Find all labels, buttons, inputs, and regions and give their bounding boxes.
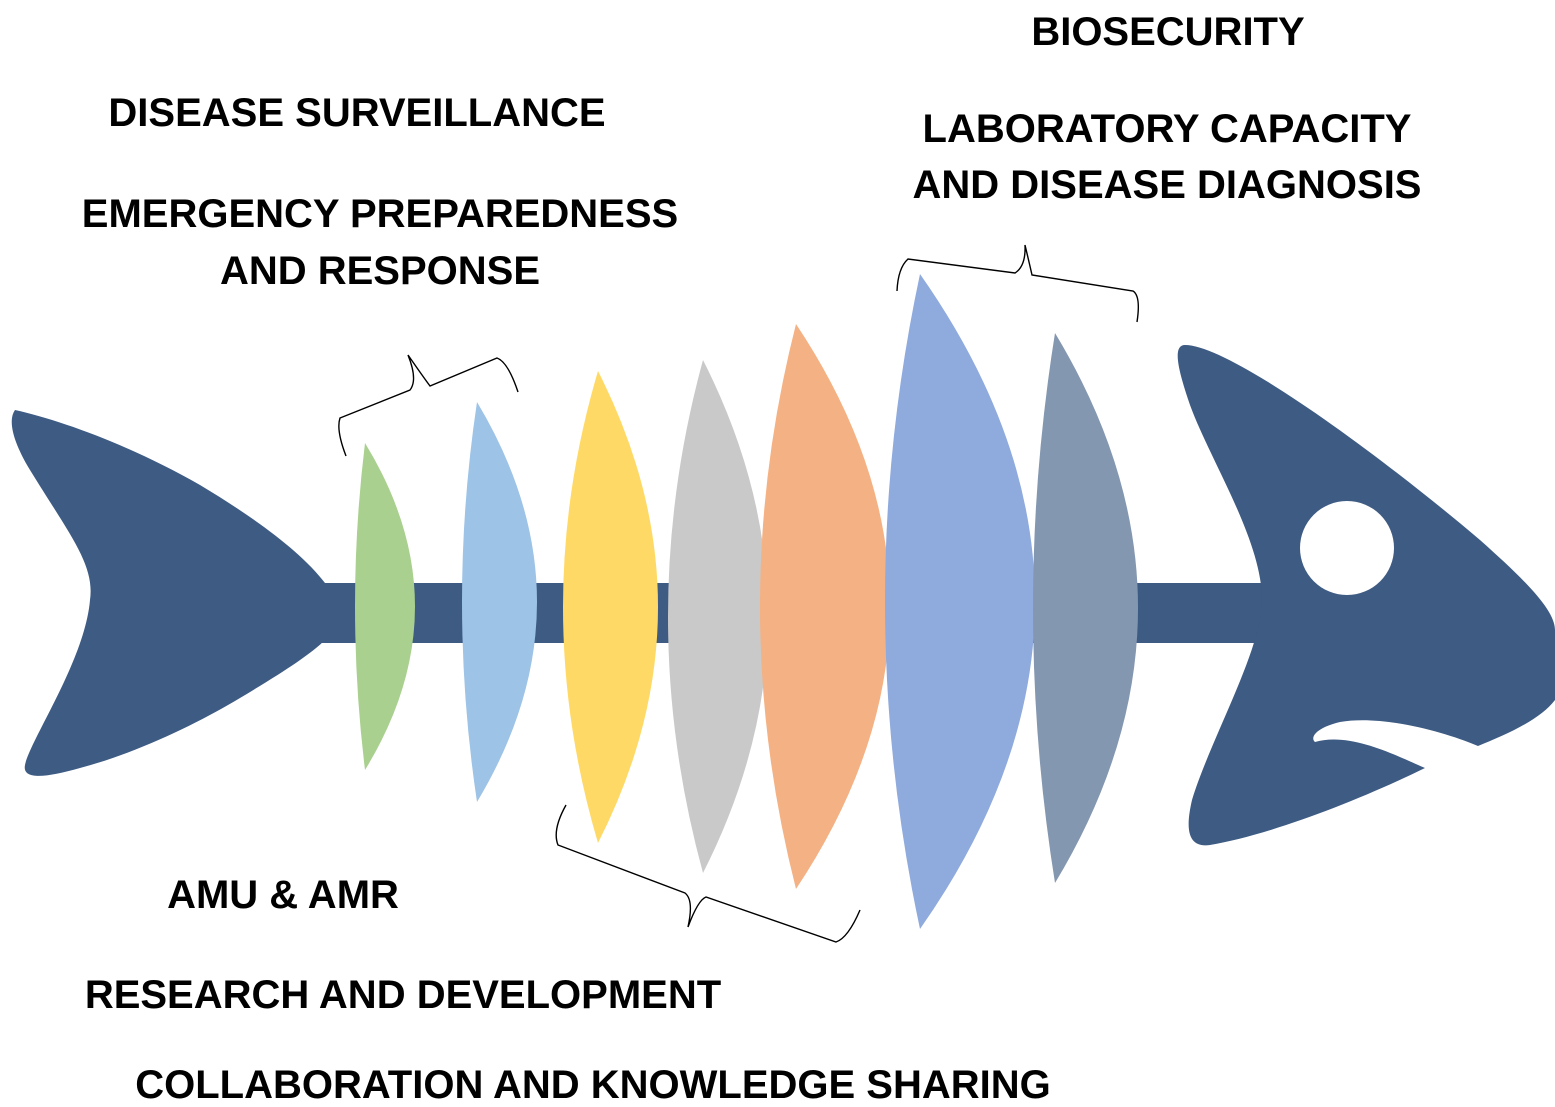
fish-eye [1300,501,1394,595]
brace-upper-left [338,354,519,457]
rib-green [355,443,415,770]
fish-head [1177,345,1555,846]
label-disease-surveillance: DISEASE SURVEILLANCE [108,91,605,135]
label-laboratory-capacity-line1: LABORATORY CAPACITY [923,107,1412,151]
label-laboratory-capacity-line2: AND DISEASE DIAGNOSIS [913,163,1422,207]
brace-lower [555,804,861,943]
rib-light-blue [462,402,537,802]
rib-yellow [563,371,658,843]
fish-ribs [355,274,1138,929]
label-research-development: RESEARCH AND DEVELOPMENT [85,973,721,1017]
rib-blue [885,274,1035,929]
label-collaboration: COLLABORATION AND KNOWLEDGE SHARING [135,1063,1051,1107]
rib-slate [1033,333,1138,883]
fish-tail [11,410,325,776]
label-emergency-line2: AND RESPONSE [220,249,540,293]
label-biosecurity: BIOSECURITY [1031,10,1305,54]
rib-orange [760,324,890,889]
label-emergency-line1: EMERGENCY PREPAREDNESS [82,192,678,236]
rib-gray [668,360,768,873]
label-amu-amr: AMU & AMR [167,873,399,917]
brace-upper-right [896,244,1140,323]
